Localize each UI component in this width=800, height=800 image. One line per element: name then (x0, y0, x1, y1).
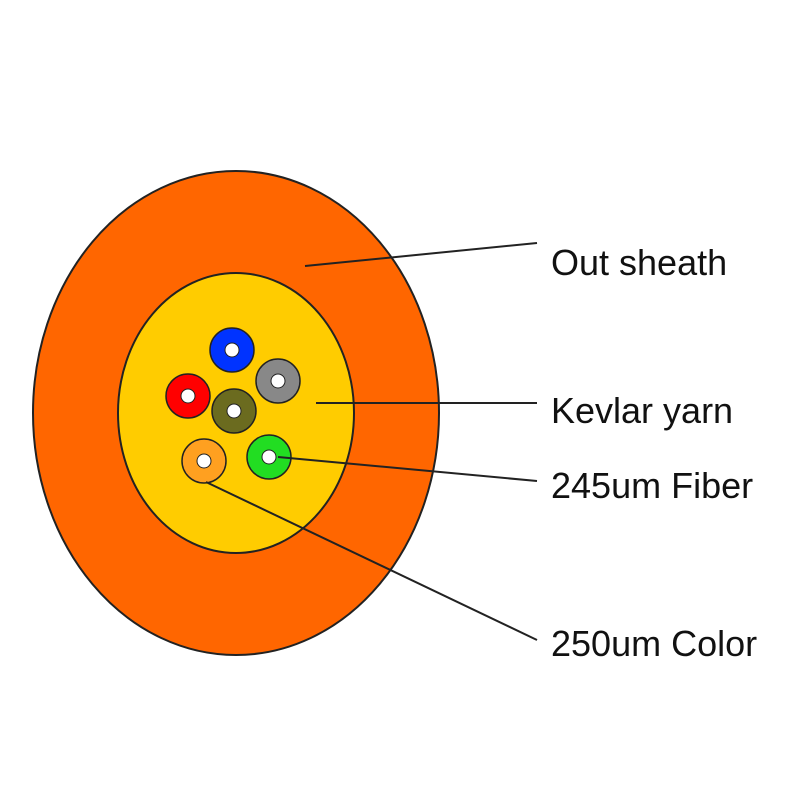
fiber-245-leader-line (277, 456, 538, 482)
fiber-gray (255, 358, 301, 404)
color-250-leader-line (205, 481, 538, 641)
out-sheath-label: Out sheath (551, 242, 727, 283)
fiber-red-core (180, 388, 196, 404)
fiber-green (246, 434, 292, 480)
fiber-245-label: 245um Fiber (551, 465, 753, 506)
fiber-blue-core (224, 342, 240, 358)
fiber-orange-core (196, 453, 212, 469)
fiber-green-core (261, 449, 277, 465)
kevlar-yarn-label: Kevlar yarn (551, 390, 733, 431)
fiber-olive (211, 388, 257, 434)
out-sheath-leader-line (304, 242, 538, 267)
fiber-blue (209, 327, 255, 373)
color-250-label: 250um Color (551, 623, 757, 664)
fiber-orange (181, 438, 227, 484)
fiber-gray-core (270, 373, 286, 389)
fiber-red (165, 373, 211, 419)
fiber-olive-core (226, 403, 242, 419)
